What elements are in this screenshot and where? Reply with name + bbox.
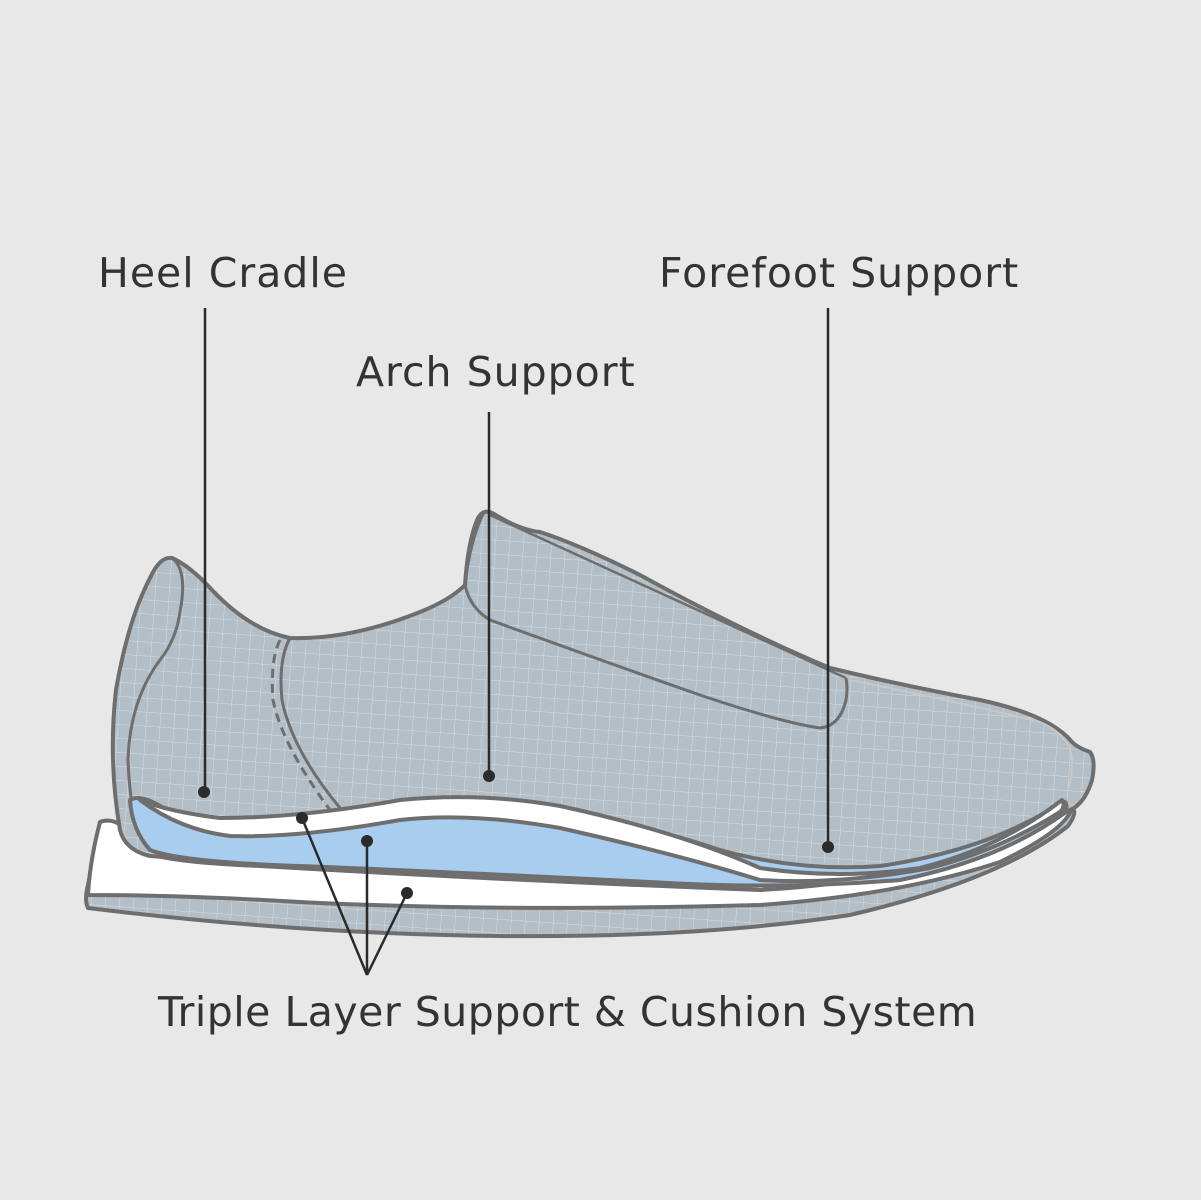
triple-layer-leader-3 [365, 892, 409, 976]
heel-cradle-dot [198, 786, 210, 798]
shoe-upper [110, 509, 1096, 879]
triple-layer-leader-1 [300, 817, 369, 976]
triple-layer-middle-dot [361, 835, 373, 847]
arch-support-dot [483, 770, 495, 782]
forefoot-support-dot [822, 841, 834, 853]
callout-dots [198, 770, 834, 899]
triple-layer-label: Triple Layer Support & Cushion System [158, 988, 978, 1036]
leader-lines [203, 308, 830, 976]
triple-layer-bottom-dot [401, 887, 413, 899]
forefoot-support-label: Forefoot Support [659, 249, 1020, 297]
triple-layer-top-dot [296, 812, 308, 824]
arch-support-label: Arch Support [356, 348, 636, 396]
heel-cradle-label: Heel Cradle [98, 249, 348, 297]
